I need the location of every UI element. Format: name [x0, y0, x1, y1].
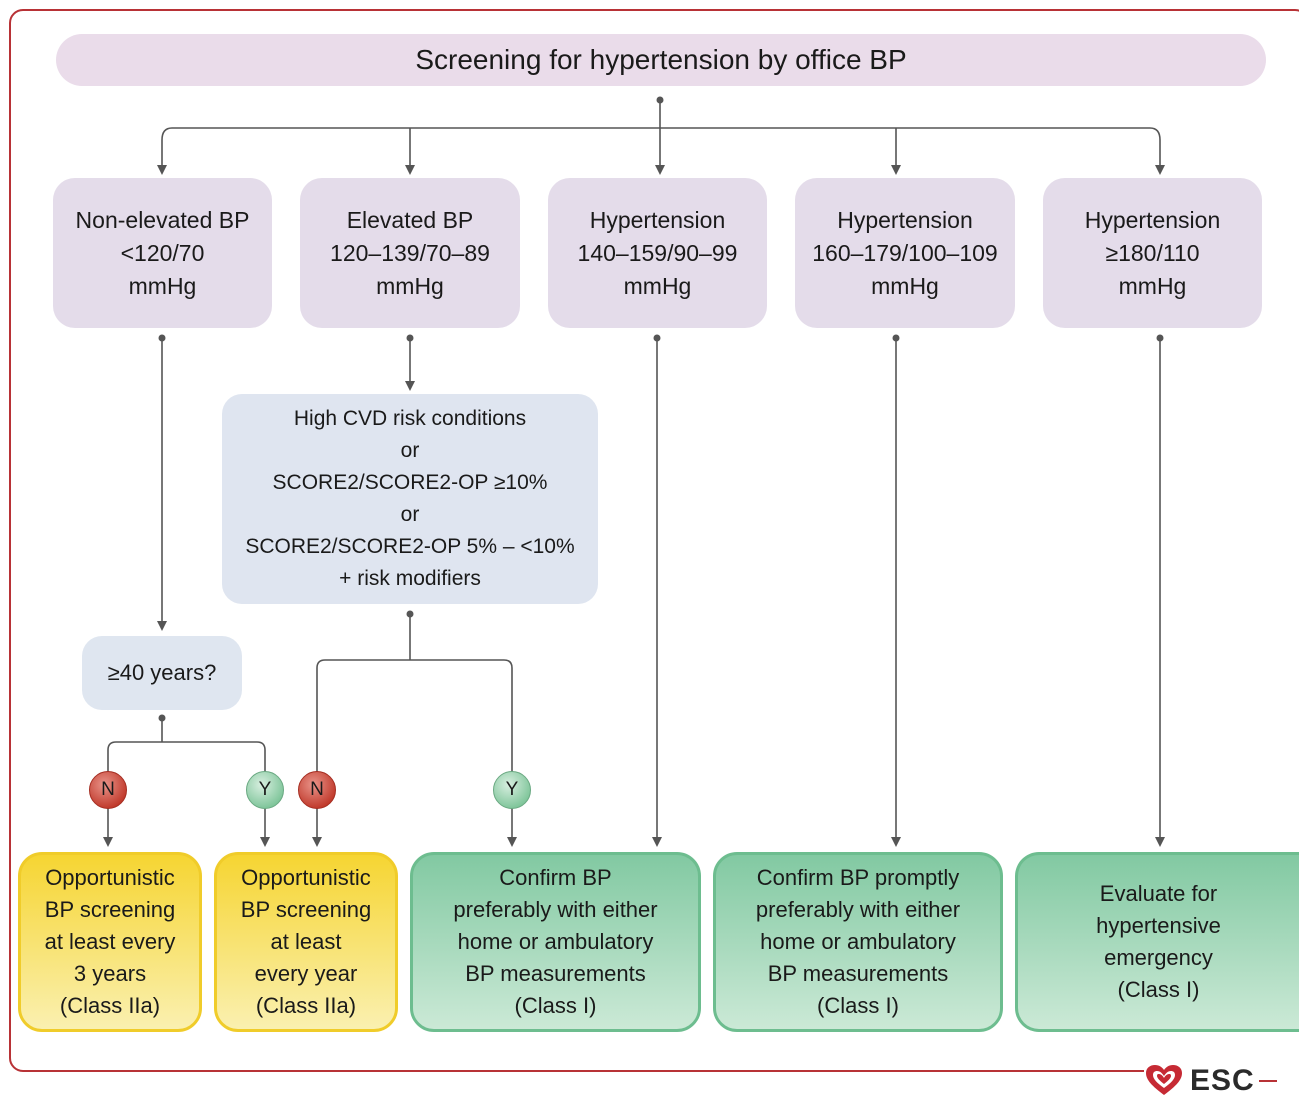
outcome-text: Opportunistic BP screening at least ever…: [44, 865, 176, 1018]
risk-conditions-box: High CVD risk conditions or SCORE2/SCORE…: [222, 394, 598, 604]
connector-risk-split: [316, 659, 513, 774]
yes-badge-age: Y: [246, 771, 284, 809]
outcome-screen-every-year: Opportunistic BP screening at least ever…: [214, 852, 398, 1032]
category-hypertension-grade-1: Hypertension 140–159/90–99 mmHg: [548, 178, 767, 328]
outcome-screen-every-3-years: Opportunistic BP screening at least ever…: [18, 852, 202, 1032]
risk-conditions-text: High CVD risk conditions or SCORE2/SCORE…: [245, 407, 575, 590]
category-hypertension-grade-2: Hypertension 160–179/100–109 mmHg: [795, 178, 1015, 328]
outcome-confirm-bp: Confirm BP preferably with either home o…: [410, 852, 701, 1032]
logo-line: [1258, 1079, 1277, 1082]
outcome-confirm-bp-promptly: Confirm BP promptly preferably with eith…: [713, 852, 1003, 1032]
outcome-text: Evaluate for hypertensive emergency (Cla…: [1096, 881, 1221, 1002]
diagram-title: Screening for hypertension by office BP: [56, 34, 1266, 86]
category-non-elevated: Non-elevated BP <120/70 mmHg: [53, 178, 272, 328]
junction-dot-age: [158, 714, 166, 722]
category-label: Hypertension 160–179/100–109 mmHg: [812, 206, 998, 299]
age-question-box: ≥40 years?: [82, 636, 242, 710]
diagram-title-text: Screening for hypertension by office BP: [415, 44, 907, 75]
junction-dot-risk: [406, 610, 414, 618]
category-label: Elevated BP 120–139/70–89 mmHg: [330, 206, 490, 299]
logo-text: ESC: [1190, 1063, 1255, 1097]
junction-dot-cat3: [653, 334, 661, 342]
diagram-frame: [9, 9, 1299, 1072]
outcome-text: Confirm BP promptly preferably with eith…: [755, 865, 961, 1018]
esc-logo: ESC: [1144, 1064, 1299, 1097]
junction-dot-title: [656, 96, 664, 104]
category-label: Hypertension ≥180/110 mmHg: [1084, 206, 1221, 299]
no-badge-risk: N: [298, 771, 336, 809]
no-badge-age: N: [89, 771, 127, 809]
junction-dot-cat1: [158, 334, 166, 342]
heart-logo-icon: [1146, 1065, 1182, 1095]
junction-dot-cat5: [1156, 334, 1164, 342]
outcome-evaluate-emergency: Evaluate for hypertensive emergency (Cla…: [1015, 852, 1299, 1032]
outcome-text: Opportunistic BP screening at least ever…: [240, 865, 372, 1018]
category-elevated: Elevated BP 120–139/70–89 mmHg: [300, 178, 520, 328]
junction-dot-cat4: [892, 334, 900, 342]
connector-age-split: [107, 741, 266, 774]
junction-dot-cat2: [406, 334, 414, 342]
category-label: Non-elevated BP <120/70 mmHg: [75, 206, 250, 299]
category-hypertension-grade-3: Hypertension ≥180/110 mmHg: [1043, 178, 1262, 328]
outcome-text: Confirm BP preferably with either home o…: [453, 865, 658, 1018]
connector-top-bar: [161, 127, 1161, 141]
yes-badge-risk: Y: [493, 771, 531, 809]
category-label: Hypertension 140–159/90–99 mmHg: [577, 206, 738, 299]
age-question-text: ≥40 years?: [107, 660, 217, 685]
